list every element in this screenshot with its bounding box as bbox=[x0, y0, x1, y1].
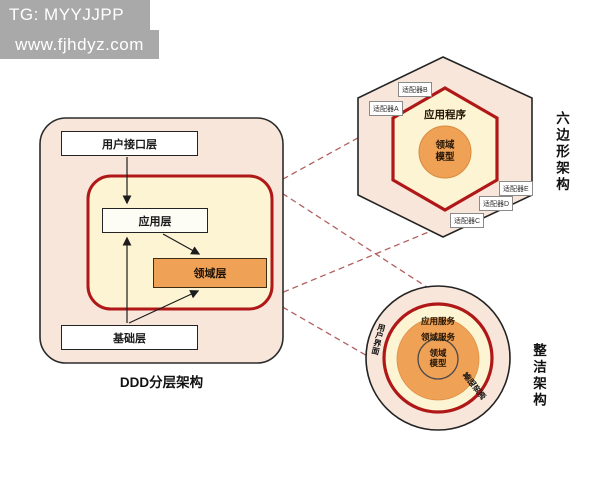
layered-infra-layer-label: 基础层 bbox=[113, 332, 146, 345]
adapter-a-box: 适配器A bbox=[369, 101, 403, 116]
adapter-c-box: 适配器C bbox=[450, 213, 485, 228]
clean-domain-model-line1: 领域 bbox=[429, 348, 447, 358]
telegram-watermark-text: TG: MYYJJPP bbox=[9, 5, 125, 24]
hexagon-domain-model-line2: 模型 bbox=[435, 151, 455, 163]
clean-architecture-title: 整洁架构 bbox=[531, 343, 546, 409]
layered-infra-layer-box: 基础层 bbox=[61, 325, 198, 350]
clean-domain-model-label: 领域 模型 bbox=[413, 348, 463, 368]
hexagon-domain-model-circle bbox=[418, 125, 472, 179]
website-watermark-text: www.fjhdyz.com bbox=[15, 34, 144, 54]
adapter-d-box: 适配器D bbox=[479, 196, 514, 211]
clean-domain-model-circle bbox=[417, 338, 459, 380]
layered-arrows bbox=[122, 157, 201, 324]
clean-domain-service-label: 领域服务 bbox=[420, 332, 455, 342]
clean-domain-model-line2: 模型 bbox=[429, 358, 447, 368]
layered-ui-layer-box: 用户接口层 bbox=[61, 131, 198, 156]
hexagon-application-label: 应用程序 bbox=[424, 109, 466, 121]
layered-caption: DDD分层架构 bbox=[119, 375, 204, 390]
layered-domain-layer-box: 领域层 bbox=[153, 258, 267, 288]
website-watermark-badge: www.fjhdyz.com bbox=[0, 30, 159, 59]
adapter-e-box: 适配器E bbox=[499, 181, 533, 196]
hexagon-domain-model-label: 领域 模型 bbox=[420, 140, 470, 163]
hexagon-domain-model-line1: 领域 bbox=[435, 140, 455, 151]
adapter-b-box: 适配器B bbox=[398, 82, 432, 97]
clean-app-service-label: 应用服务 bbox=[420, 316, 455, 326]
layered-app-layer-box: 应用层 bbox=[102, 208, 208, 233]
layered-core-boundary bbox=[86, 174, 274, 311]
layered-app-layer-label: 应用层 bbox=[138, 215, 172, 228]
telegram-watermark-badge: TG: MYYJJPP bbox=[0, 0, 150, 30]
layered-domain-layer-label: 领域层 bbox=[193, 268, 227, 280]
hexagonal-architecture-title: 六边形架构 bbox=[554, 111, 569, 194]
layered-ui-layer-label: 用户接口层 bbox=[102, 138, 157, 151]
